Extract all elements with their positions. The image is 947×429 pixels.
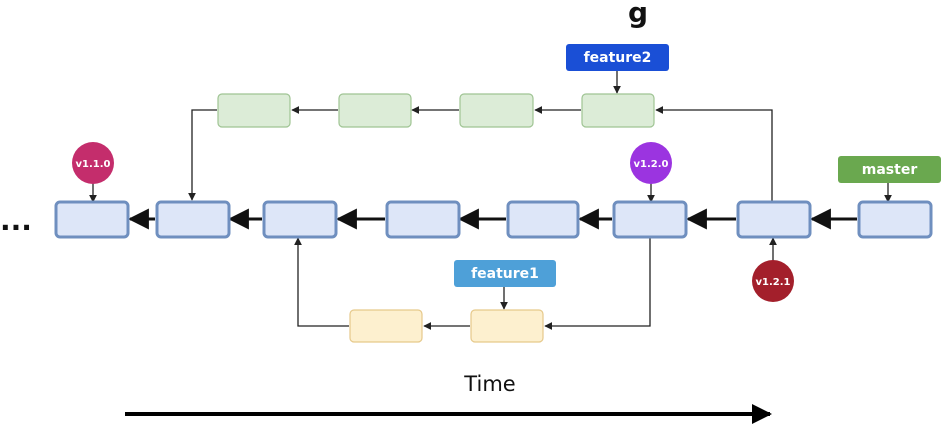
branch-label-feature2-bg — [566, 44, 669, 71]
feature1-edges — [294, 237, 651, 330]
branch-label-feature1: feature1 — [454, 260, 556, 287]
feature2-edges — [188, 106, 773, 202]
feature2-commits — [217, 93, 655, 128]
tag-v1-2-0-text: v1.2.0 — [634, 159, 669, 170]
commit-node — [857, 200, 933, 239]
commit-node — [349, 309, 423, 343]
time-label: Time — [463, 372, 515, 396]
commit-node — [338, 93, 412, 128]
commit-node — [612, 200, 688, 239]
branch-label-master: master — [838, 156, 941, 183]
commit-node — [385, 200, 461, 239]
commit-node — [506, 200, 580, 239]
branch-label-master-text: master — [862, 162, 918, 178]
commit-node — [736, 200, 812, 239]
tag-v1-2-0-circle — [630, 142, 672, 184]
tag-v1-2-1-circle — [752, 260, 794, 302]
commit-node — [54, 200, 130, 239]
main-line-commits — [54, 200, 933, 239]
branch-label-feature1-text: feature1 — [471, 266, 539, 282]
branch-label-feature1-bg — [454, 260, 556, 287]
tag-v1-2-1: v1.2.1 — [752, 260, 794, 302]
tag-v1-1-0: v1.1.0 — [72, 142, 114, 184]
tag-v1-1-0-circle — [72, 142, 114, 184]
commit-node — [217, 93, 291, 128]
tag-v1-2-0: v1.2.0 — [630, 142, 672, 184]
commit-node — [470, 309, 544, 343]
pointer-edges — [89, 70, 892, 310]
commit-node — [262, 200, 338, 239]
commit-node — [581, 93, 655, 128]
branch-label-feature2: feature2 — [566, 44, 669, 71]
branch-label-feature2-text: feature2 — [584, 50, 652, 66]
history-ellipsis: ... — [0, 204, 32, 237]
tag-v1-1-0-text: v1.1.0 — [76, 159, 111, 170]
feature1-commits — [349, 309, 544, 343]
title-fragment: g — [628, 0, 648, 29]
commit-node — [459, 93, 534, 128]
tag-v1-2-1-text: v1.2.1 — [756, 277, 791, 288]
commit-node — [155, 200, 231, 239]
branch-label-master-bg — [838, 156, 941, 183]
